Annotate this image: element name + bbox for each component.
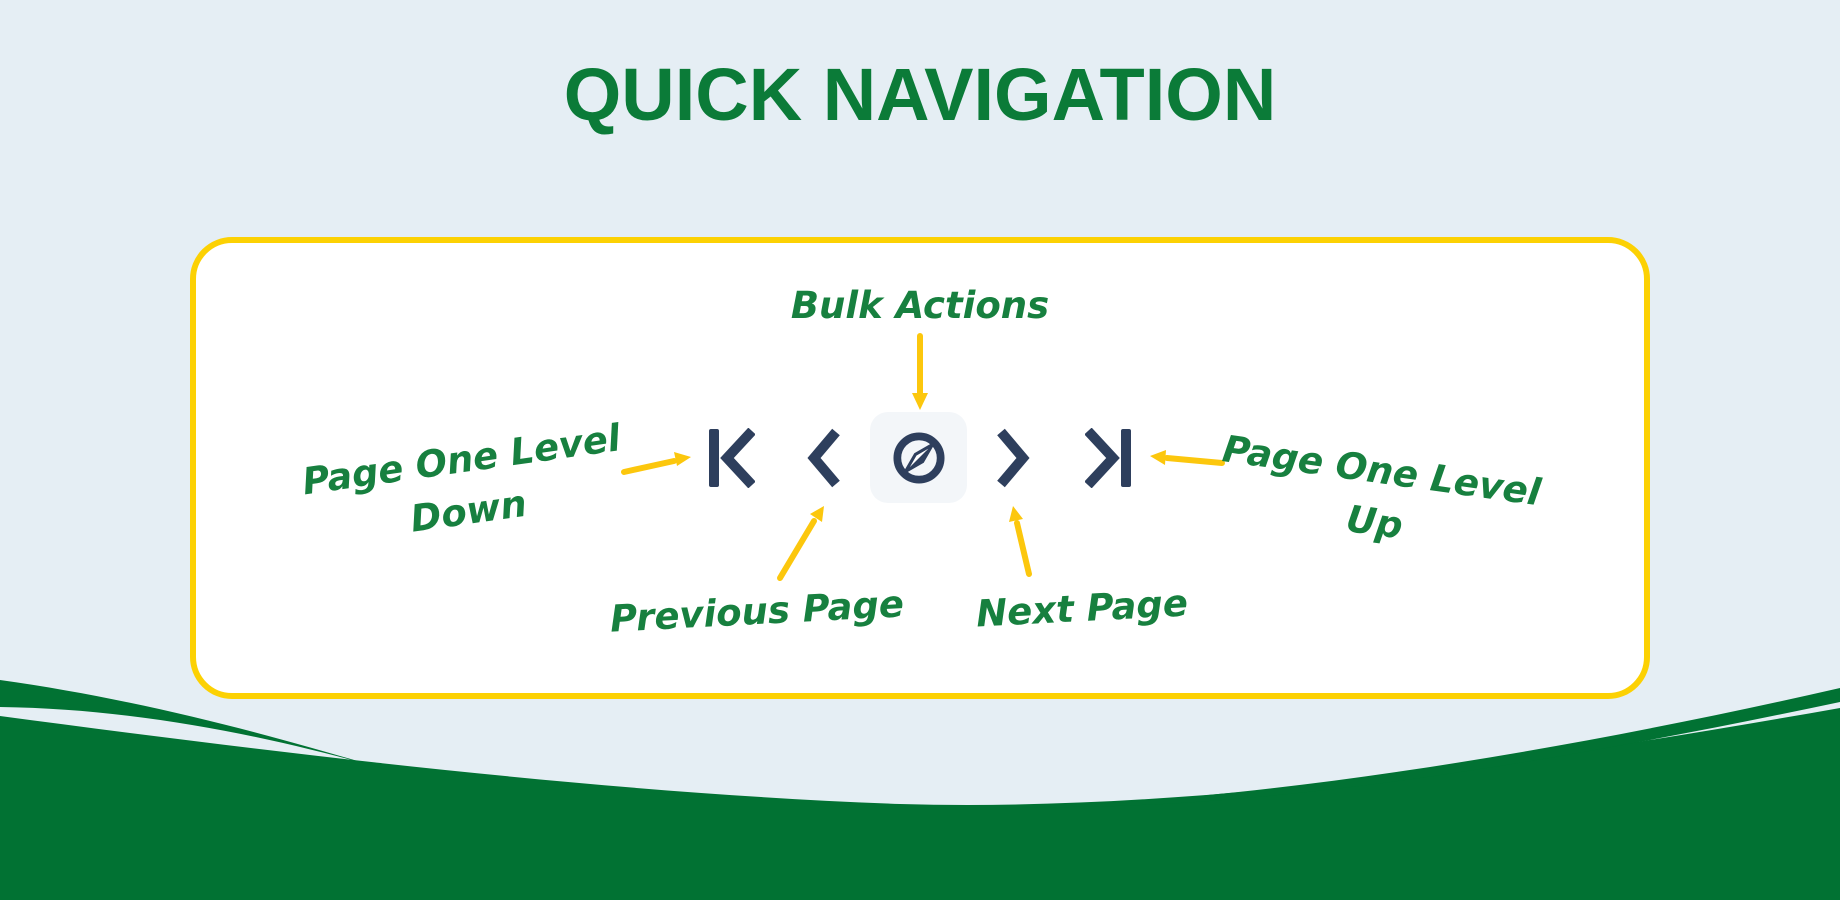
wave-main-shape (0, 708, 1840, 900)
previous-page-label-text: Previous Page (609, 582, 905, 641)
bulk-actions-label-text: Bulk Actions (790, 284, 1050, 327)
page-title: QUICK NAVIGATION (563, 53, 1277, 136)
wave-right-swoosh (1020, 688, 1840, 808)
compass-icon (892, 431, 945, 484)
bulk-actions-label: Bulk Actions (791, 280, 1049, 332)
next-page-label-text: Next Page (975, 581, 1189, 636)
first-page-icon[interactable] (709, 428, 755, 488)
navigation-card (190, 237, 1650, 699)
last-page-icon[interactable] (1085, 428, 1131, 488)
bulk-actions-button[interactable] (870, 412, 967, 503)
next-page-label: Next Page (975, 577, 1189, 640)
chevron-right-icon[interactable] (995, 428, 1031, 488)
chevron-left-icon[interactable] (806, 428, 842, 488)
